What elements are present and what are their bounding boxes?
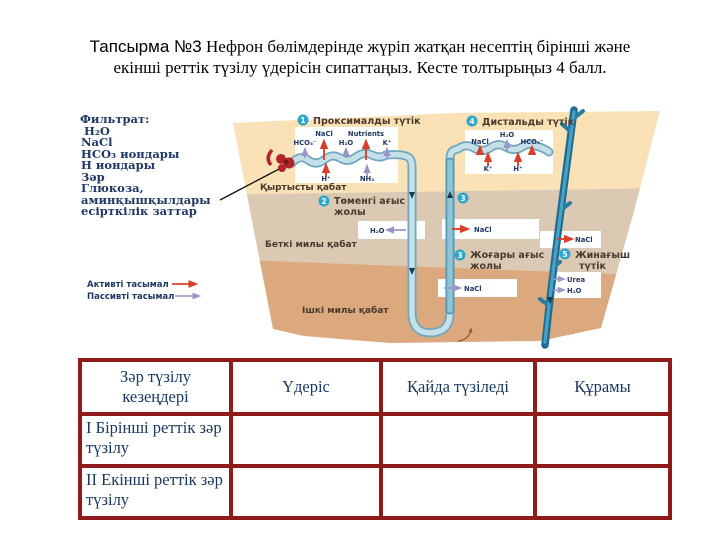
distal-k-label: K⁺ xyxy=(484,165,493,173)
table-row: II Екінші реттік зәр түзілу xyxy=(78,464,672,520)
transport-legend: Активті тасымал Пассивті тасымал xyxy=(87,279,202,302)
title-line-1-text: Нефрон бөлімдерінде жүріп жатқан несепті… xyxy=(201,37,631,56)
number-5-icon xyxy=(559,248,571,260)
proximal-h-label: H⁺ xyxy=(321,175,331,183)
proximal-nacl-label: NaCl xyxy=(315,130,333,138)
title-line-1: Тапсырма №3 Нефрон бөлімдерінде жүріп жа… xyxy=(10,36,710,57)
number-2-text: 2 xyxy=(321,197,326,206)
ascending-lower-nacl-label: NaCl xyxy=(464,285,482,293)
descending-path-label-2: жолы xyxy=(334,207,366,218)
number-3-marker-icon xyxy=(457,192,469,204)
table-header-row: Зәр түзілу кезеңдері Үдеріс Қайда түзіле… xyxy=(78,358,672,416)
descending-h2o-label: H₂O xyxy=(370,227,385,235)
filtrate-item: аминқышқылдары xyxy=(81,193,211,207)
distal-nacl-label: NaCl xyxy=(471,138,489,146)
filtrate-item: Н иондары xyxy=(81,158,156,172)
title-task-number: Тапсырма №3 xyxy=(89,37,202,56)
ascending-nacl-box-lower xyxy=(438,279,517,297)
collecting-duct xyxy=(538,106,585,349)
row1-where-cell[interactable] xyxy=(379,412,537,468)
descending-path-label-1: Төменгі ағыс xyxy=(334,196,405,207)
number-3-marker-text: 3 xyxy=(460,194,465,203)
proximal-tubule-label: Проксималды түтік xyxy=(313,116,421,127)
duct-urea-box xyxy=(549,272,601,298)
number-1-icon xyxy=(297,114,309,126)
ascending-path-label-1: Жоғары ағыс xyxy=(470,250,544,261)
number-5-text: 5 xyxy=(562,250,567,259)
glomerulus xyxy=(266,148,295,172)
filtrate-item: Глюкоза, xyxy=(81,181,144,195)
number-3-icon xyxy=(454,249,466,261)
proximal-solutes: NaCl Nutrients HCO₃⁻ H₂O K⁺ H⁺ NH₃ xyxy=(293,130,391,183)
duct-urea-label: Urea xyxy=(567,276,585,284)
ascending-path-label-2: жолы xyxy=(470,261,502,272)
header-process: Үдеріс xyxy=(229,358,383,416)
distal-h2o-label: H₂O xyxy=(500,131,515,139)
header-stages: Зәр түзілу кезеңдері xyxy=(78,358,233,416)
proximal-nutrients-label: Nutrients xyxy=(348,130,384,138)
header-where: Қайда түзіледі xyxy=(379,358,537,416)
filtrate-item: NaCl xyxy=(81,135,113,149)
filtrate-item: H₂O xyxy=(84,124,110,138)
collecting-duct-label-1: Жинағыш xyxy=(575,250,630,261)
filtrate-item: есірткілік заттар xyxy=(81,204,197,218)
limb-transport-labels: H₂O NaCl NaCl NaCl Urea H₂O xyxy=(370,224,593,295)
nephron-diagram: Фильтрат: H₂O NaCl HCO₃ иондары Н иондар… xyxy=(60,100,670,350)
table-row: I Бірінші реттік зәр түзілу xyxy=(78,412,672,468)
row2-where-cell[interactable] xyxy=(379,464,537,520)
legend-passive-label: Пассивті тасымал xyxy=(87,291,174,302)
row1-composition-cell[interactable] xyxy=(533,412,672,468)
duct-branches xyxy=(538,109,585,307)
row1-stage-label: I Бірінші реттік зәр түзілу xyxy=(78,412,233,468)
answer-table: Зәр түзілу кезеңдері Үдеріс Қайда түзіле… xyxy=(78,358,672,520)
filtrate-list: Фильтрат: H₂O NaCl HCO₃ иондары Н иондар… xyxy=(80,112,211,218)
slide-title: Тапсырма №3 Нефрон бөлімдерінде жүріп жа… xyxy=(10,36,710,78)
flow-arrows xyxy=(409,191,553,304)
distal-h-label: H⁺ xyxy=(513,165,523,173)
number-4-text: 4 xyxy=(469,117,474,126)
collecting-duct-label-2: түтік xyxy=(579,261,606,272)
filtrate-pointer-line xyxy=(219,167,282,201)
duct-h2o-label: H₂O xyxy=(567,287,582,295)
ascending-nacl-box-upper xyxy=(442,219,539,239)
title-line-2: екінші реттік түзілу үдерісін сипаттаңыз… xyxy=(113,58,607,77)
duct-nacl-label: NaCl xyxy=(575,236,593,244)
distal-solutes: H₂O NaCl HCO₃⁻ K⁺ H⁺ xyxy=(471,131,544,173)
proximal-h2o-label: H₂O xyxy=(339,139,354,147)
number-2-icon xyxy=(318,195,330,207)
row2-process-cell[interactable] xyxy=(229,464,383,520)
row2-composition-cell[interactable] xyxy=(533,464,672,520)
proximal-hco3-label: HCO₃⁻ xyxy=(293,139,316,147)
number-1-text: 1 xyxy=(300,116,305,125)
number-3-text: 3 xyxy=(457,251,462,260)
distal-tubule-label: Дистальды түтік xyxy=(482,117,575,128)
legend-active-label: Активті тасымал xyxy=(87,279,169,290)
row1-process-cell[interactable] xyxy=(229,412,383,468)
row2-stage-label: II Екінші реттік зәр түзілу xyxy=(78,464,233,520)
proximal-k-label: K⁺ xyxy=(383,139,392,147)
layer-labels: Қыртысты қабат Беткі милы қабат Ішкі мил… xyxy=(260,182,389,316)
cortex-layer-label: Қыртысты қабат xyxy=(260,182,347,193)
ascending-upper-nacl-label: NaCl xyxy=(474,226,492,234)
filtrate-title: Фильтрат: xyxy=(80,112,149,126)
loop-flow-arrow xyxy=(457,327,473,342)
header-composition: Құрамы xyxy=(533,358,672,416)
inner-medulla-label: Ішкі милы қабат xyxy=(302,305,389,316)
filtrate-item: HCO₃ иондары xyxy=(81,147,180,161)
filtrate-item: Зәр xyxy=(81,170,105,184)
proximal-nh3-label: NH₃ xyxy=(360,175,374,183)
part-labels: 1 Проксималды түтік 2 Төменгі ағыс жолы … xyxy=(297,114,630,272)
distal-hco3-label: HCO₃⁻ xyxy=(520,138,543,146)
number-4-icon xyxy=(466,115,478,127)
outer-medulla-label: Беткі милы қабат xyxy=(265,239,358,250)
